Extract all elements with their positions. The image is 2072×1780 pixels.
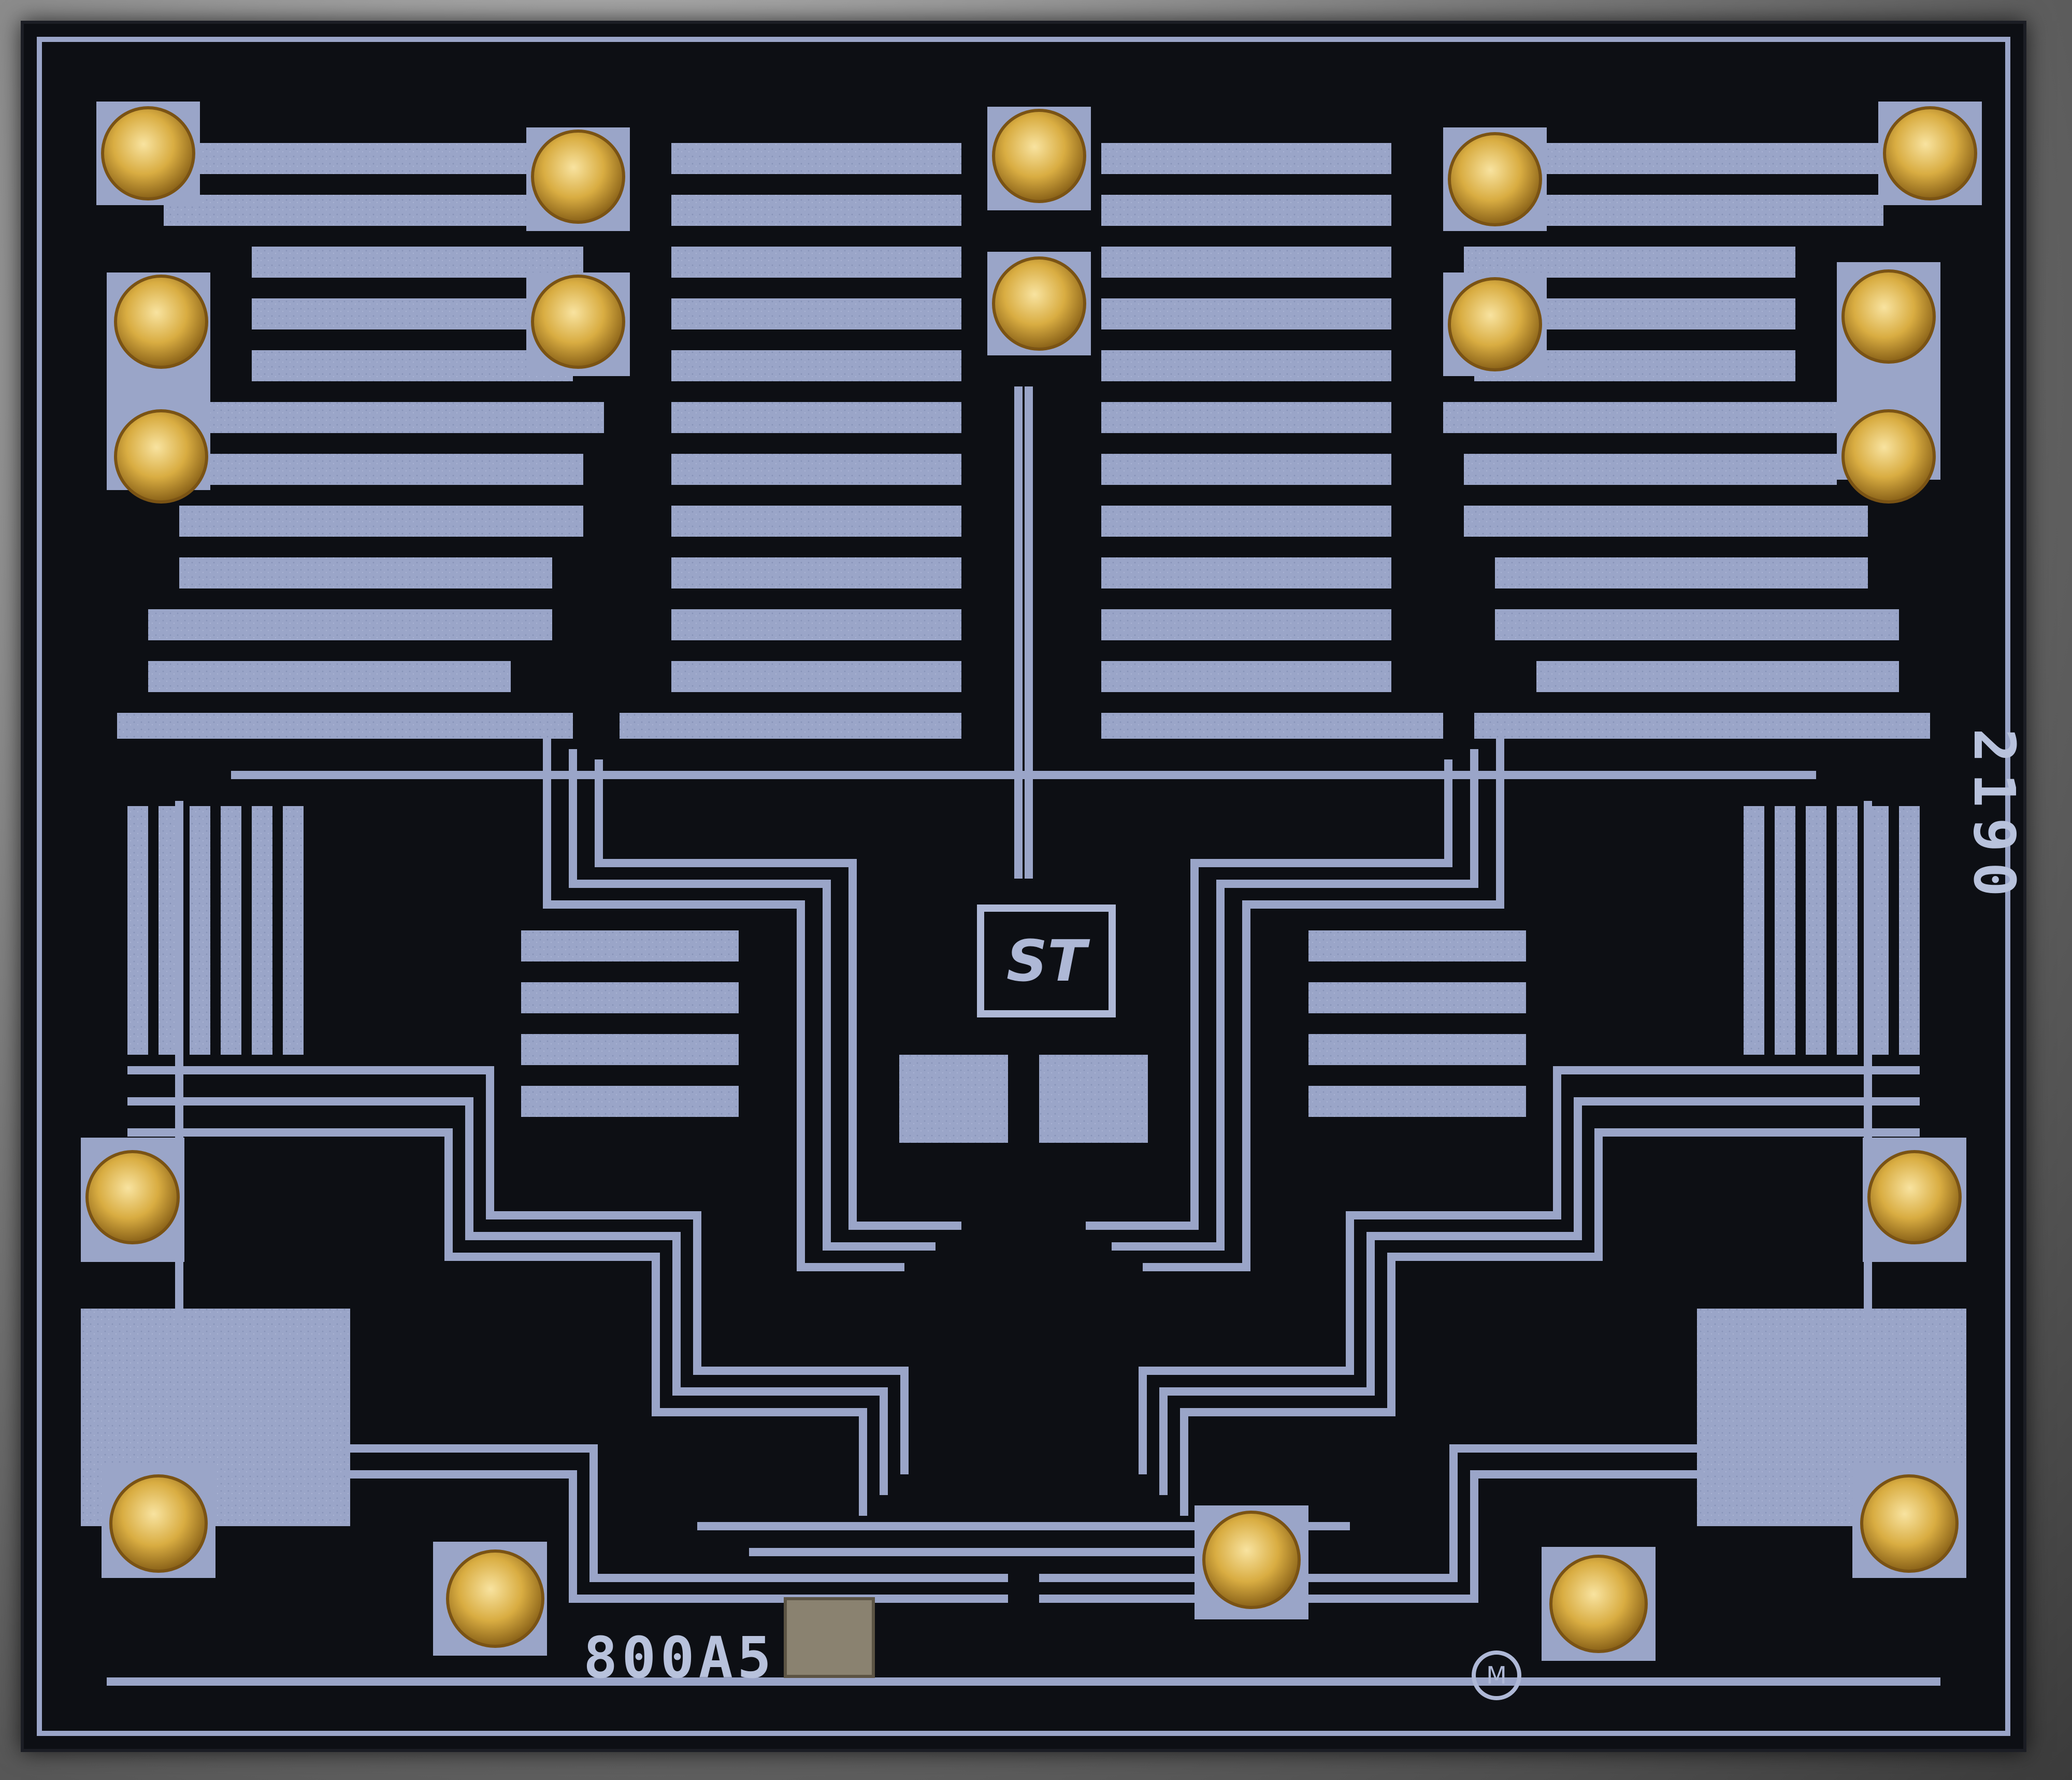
bond-pad <box>1549 1555 1648 1653</box>
bond-pad <box>531 130 625 224</box>
die-metal-layer <box>37 37 2010 1736</box>
bond-pad <box>446 1549 544 1648</box>
test-pad <box>784 1597 875 1678</box>
bond-pad <box>1448 132 1542 226</box>
part-marking: 800A5 <box>583 1625 776 1691</box>
chip-die: ST 800A5 2190 M <box>21 21 2026 1752</box>
bond-pad <box>992 256 1086 351</box>
center-left-array <box>620 143 961 739</box>
right-transistor-array <box>1443 143 1930 1055</box>
center-right-array <box>1101 143 1443 739</box>
st-logo: ST <box>977 905 1116 1017</box>
bond-pad <box>1841 409 1936 504</box>
gold-bond-pads <box>85 106 1977 1653</box>
middle-blocks <box>81 930 1966 1526</box>
bond-pad <box>114 409 208 504</box>
bond-pad <box>114 275 208 369</box>
bond-pad <box>1841 269 1936 364</box>
bond-pad <box>109 1474 208 1573</box>
bond-pad <box>1202 1511 1301 1609</box>
mask-mark: M <box>1472 1650 1521 1700</box>
bond-pad <box>992 109 1086 203</box>
vertical-code: 2190 <box>1961 728 2026 907</box>
bond-pad <box>1867 1150 1962 1244</box>
bond-pad <box>531 275 625 369</box>
bond-pad <box>1448 277 1542 371</box>
bond-pad <box>85 1150 180 1244</box>
routing-traces <box>107 386 1940 1686</box>
bond-pad <box>1860 1474 1959 1573</box>
bond-pad <box>1883 106 1977 200</box>
bond-pad <box>101 106 195 200</box>
